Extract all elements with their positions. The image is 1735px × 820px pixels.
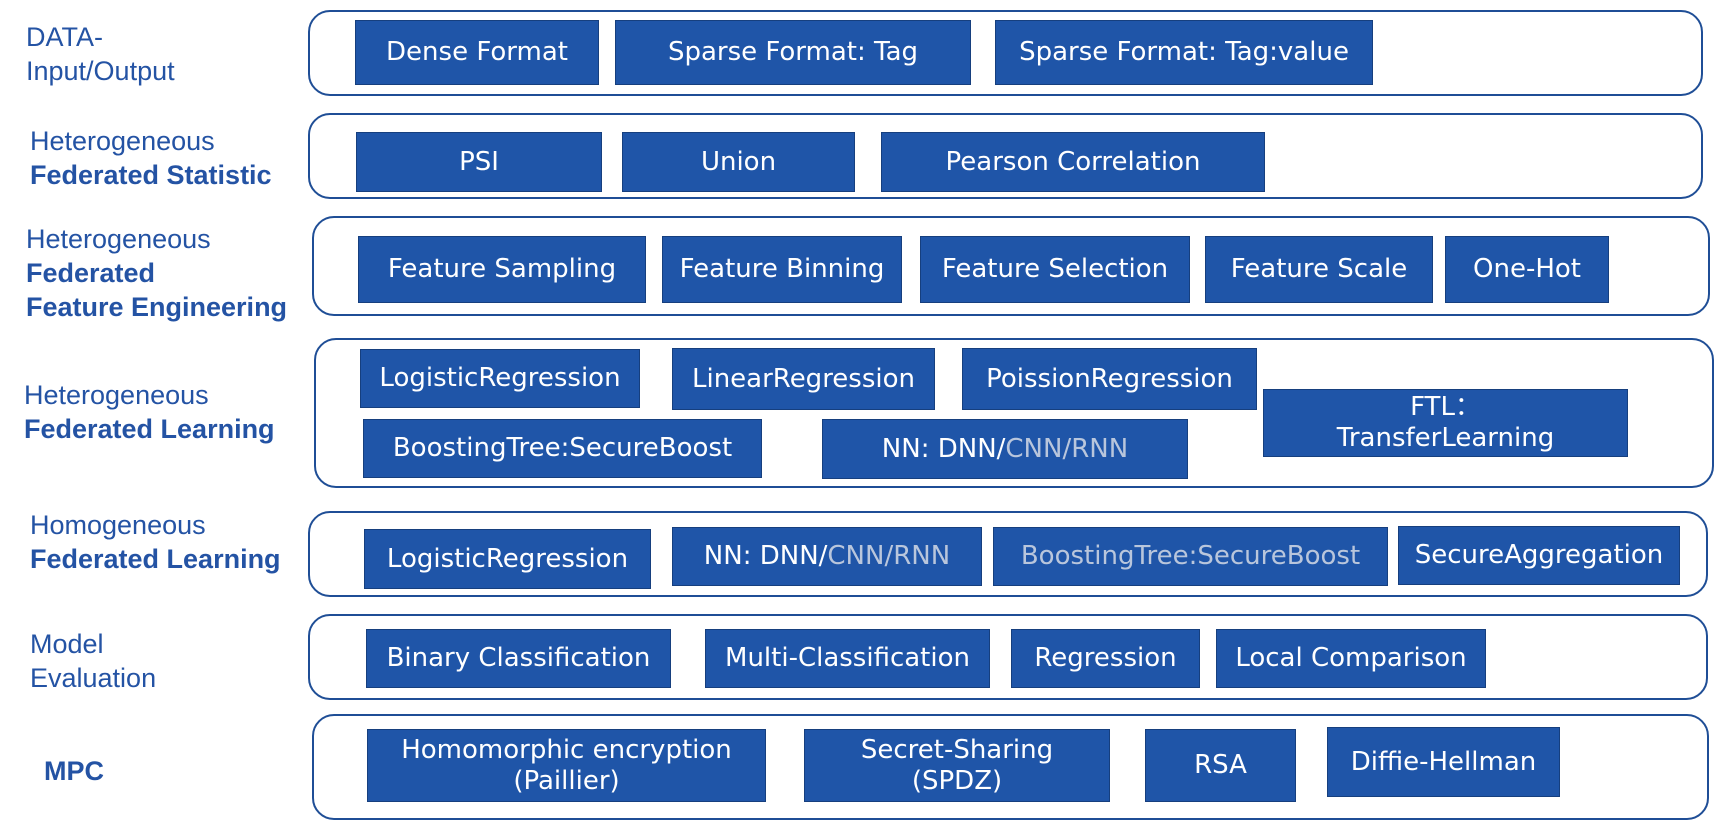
- module-box-ftl-transferlearning: FTL：TransferLearning: [1263, 389, 1628, 457]
- row-label-mpc: MPC: [44, 754, 104, 788]
- module-box-text: PoissionRegression: [986, 363, 1233, 394]
- module-box-text: Regression: [1034, 643, 1177, 673]
- module-box-text: NN: DNN/CNN/RNN: [703, 541, 951, 571]
- module-box-text: Feature Binning: [679, 254, 885, 284]
- module-box-poissionregression: PoissionRegression: [962, 348, 1257, 410]
- module-box-text: One-Hot: [1473, 254, 1581, 284]
- module-box-secret-sharing-spdz: Secret-Sharing(SPDZ): [804, 729, 1110, 802]
- module-box-diffie-hellman: Diffie-Hellman: [1327, 727, 1560, 797]
- module-box-text: (Paillier): [513, 765, 620, 796]
- module-box-secureaggregation: SecureAggregation: [1398, 526, 1680, 585]
- module-box-text: Pearson Correlation: [945, 146, 1201, 177]
- module-box-logisticregression: LogisticRegression: [364, 529, 651, 589]
- module-box-text: FTL：: [1410, 392, 1481, 422]
- row-label-line: Heterogeneous: [24, 380, 209, 410]
- module-box-feature-selection: Feature Selection: [920, 236, 1190, 303]
- row-label-line: Federated Learning: [24, 414, 275, 444]
- row-label-line: Federated: [26, 258, 156, 288]
- module-box-text: Multi-Classification: [725, 643, 970, 673]
- module-box-text: BoostingTree:SecureBoost: [392, 433, 733, 463]
- module-box-text: Feature Selection: [941, 254, 1169, 284]
- row-label-line: Heterogeneous: [26, 224, 211, 254]
- module-box-rsa: RSA: [1145, 729, 1296, 802]
- module-box-linearregression: LinearRegression: [672, 348, 935, 410]
- row-label-line: DATA-: [26, 22, 103, 52]
- row-label-line: Heterogeneous: [30, 126, 215, 156]
- module-box-text: BoostingTree:SecureBoost: [1020, 541, 1361, 571]
- module-box-multi-classification: Multi-Classification: [705, 629, 990, 688]
- row-label-line: Homogeneous: [30, 510, 206, 540]
- module-box-pearson-correlation: Pearson Correlation: [881, 132, 1265, 192]
- module-box-text: PSI: [459, 146, 499, 177]
- row-label-data-input-output: DATA- Input/Output: [26, 20, 175, 88]
- row-label-line: Model: [30, 629, 104, 659]
- module-box-text: LogisticRegression: [386, 543, 629, 574]
- module-box-local-comparison: Local Comparison: [1216, 629, 1486, 688]
- module-box-boostingtree-secureboost: BoostingTree:SecureBoost: [363, 419, 762, 478]
- module-box-one-hot: One-Hot: [1445, 236, 1609, 303]
- module-box-text: Binary Classification: [386, 643, 651, 673]
- module-box-text: Sparse Format: Tag: [667, 37, 919, 67]
- module-box-text: LogisticRegression: [379, 363, 621, 393]
- module-box-binary-classification: Binary Classification: [366, 629, 671, 688]
- module-box-logisticregression: LogisticRegression: [360, 349, 640, 408]
- module-box-text: Local Comparison: [1235, 643, 1467, 673]
- module-box-text: Dense Format: [386, 37, 568, 67]
- module-box-text: Secret-Sharing: [860, 734, 1054, 765]
- module-box-text: (SPDZ): [911, 765, 1003, 796]
- module-box-regression: Regression: [1011, 629, 1200, 688]
- module-box-psi: PSI: [356, 132, 602, 192]
- module-box-nn-dnn-cnn-rnn: NN: DNN/CNN/RNN: [822, 419, 1188, 479]
- module-box-feature-scale: Feature Scale: [1205, 236, 1433, 303]
- module-box-text: LinearRegression: [691, 363, 916, 394]
- row-label-line: Federated Statistic: [30, 160, 272, 190]
- module-box-text: Feature Sampling: [387, 254, 617, 284]
- module-box-text: Sparse Format: Tag:value: [1019, 37, 1349, 67]
- module-box-sparse-format-tag-value: Sparse Format: Tag:value: [995, 20, 1373, 85]
- row-label-line: Federated Learning: [30, 544, 281, 574]
- row-label-line: MPC: [44, 756, 104, 786]
- module-box-text: Feature Scale: [1230, 254, 1408, 284]
- module-box-text: NN: DNN/CNN/RNN: [881, 433, 1129, 464]
- module-box-boostingtree-secureboost: BoostingTree:SecureBoost: [993, 527, 1388, 586]
- module-box-feature-binning: Feature Binning: [662, 236, 902, 303]
- module-box-text: SecureAggregation: [1414, 540, 1664, 570]
- module-box-text: Homomorphic encryption: [401, 734, 732, 765]
- module-box-text: TransferLearning: [1336, 423, 1555, 453]
- module-box-text: RSA: [1194, 750, 1247, 780]
- module-box-dense-format: Dense Format: [355, 20, 599, 85]
- module-box-union: Union: [622, 132, 855, 192]
- module-box-nn-dnn-cnn-rnn: NN: DNN/CNN/RNN: [672, 527, 982, 586]
- module-box-text: Diffie-Hellman: [1350, 746, 1537, 777]
- module-box-feature-sampling: Feature Sampling: [358, 236, 646, 303]
- row-label-line: Feature Engineering: [26, 292, 288, 322]
- module-box-homomorphic-encryption-paillier: Homomorphic encryption(Paillier): [367, 729, 766, 802]
- module-box-sparse-format-tag: Sparse Format: Tag: [615, 20, 971, 85]
- row-label-line: Input/Output: [26, 56, 175, 86]
- row-label-line: Evaluation: [30, 663, 157, 693]
- module-box-text: Union: [700, 146, 777, 177]
